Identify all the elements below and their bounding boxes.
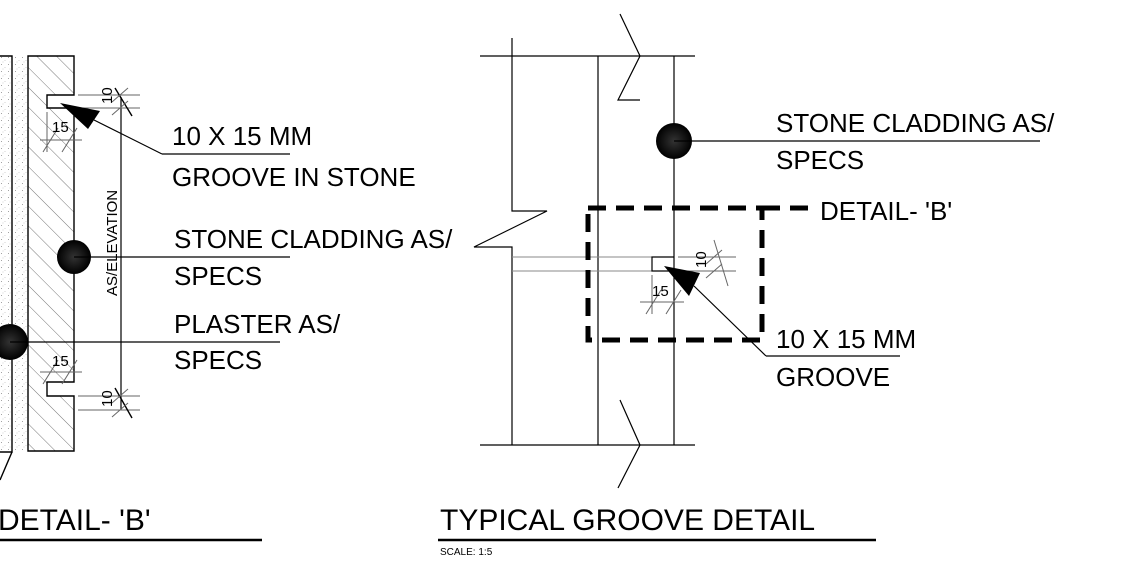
dim-top-15: 15 (52, 119, 69, 136)
left-cladding-note-line1: STONE CLADDING AS/ (174, 224, 453, 254)
plaster-layer (0, 56, 28, 451)
right-dim-10: 10 (693, 251, 710, 268)
right-cladding-note-line1: STONE CLADDING AS/ (776, 108, 1055, 138)
right-detail-title: TYPICAL GROOVE DETAIL (440, 504, 815, 537)
top-groove-dimensions: 10 15 (40, 87, 140, 153)
detail-callout-box (585, 205, 765, 343)
dim-bottom-15: 15 (52, 353, 69, 370)
wall-break-line (473, 38, 548, 445)
groove-notch (651, 256, 674, 272)
left-groove-note-line2: GROOVE IN STONE (172, 162, 416, 192)
left-detail-title: DETAIL- 'B' (0, 504, 151, 537)
wall-edge (0, 55, 13, 453)
right-groove-dimensions: 10 15 (640, 239, 736, 315)
left-plaster-note-line2: SPECS (174, 345, 262, 375)
right-groove-note-line1: 10 X 15 MM (776, 324, 916, 354)
bottom-groove-dimensions: 15 10 (40, 353, 140, 419)
left-cladding-note-line2: SPECS (174, 261, 262, 291)
right-dim-15: 15 (652, 283, 669, 300)
dim-top-10: 10 (99, 87, 116, 104)
right-groove-note-line2: GROOVE (776, 362, 890, 392)
elevation-label: AS/ELEVATION (104, 190, 121, 296)
left-detail: AS/ELEVATION 10 15 15 10 (0, 55, 453, 542)
right-cladding-note-line2: SPECS (776, 145, 864, 175)
left-groove-note-line1: 10 X 15 MM (172, 121, 312, 151)
detail-reference: DETAIL- 'B' (820, 196, 952, 226)
right-detail: STONE CLADDING AS/ SPECS DETAIL- 'B' 10 … (438, 13, 1055, 558)
stone-cladding-section (27, 55, 75, 452)
scale-label: SCALE: 1:5 (440, 547, 493, 558)
left-plaster-note-line1: PLASTER AS/ (174, 309, 341, 339)
dim-bottom-10: 10 (99, 390, 116, 407)
groove-leader (60, 103, 290, 155)
